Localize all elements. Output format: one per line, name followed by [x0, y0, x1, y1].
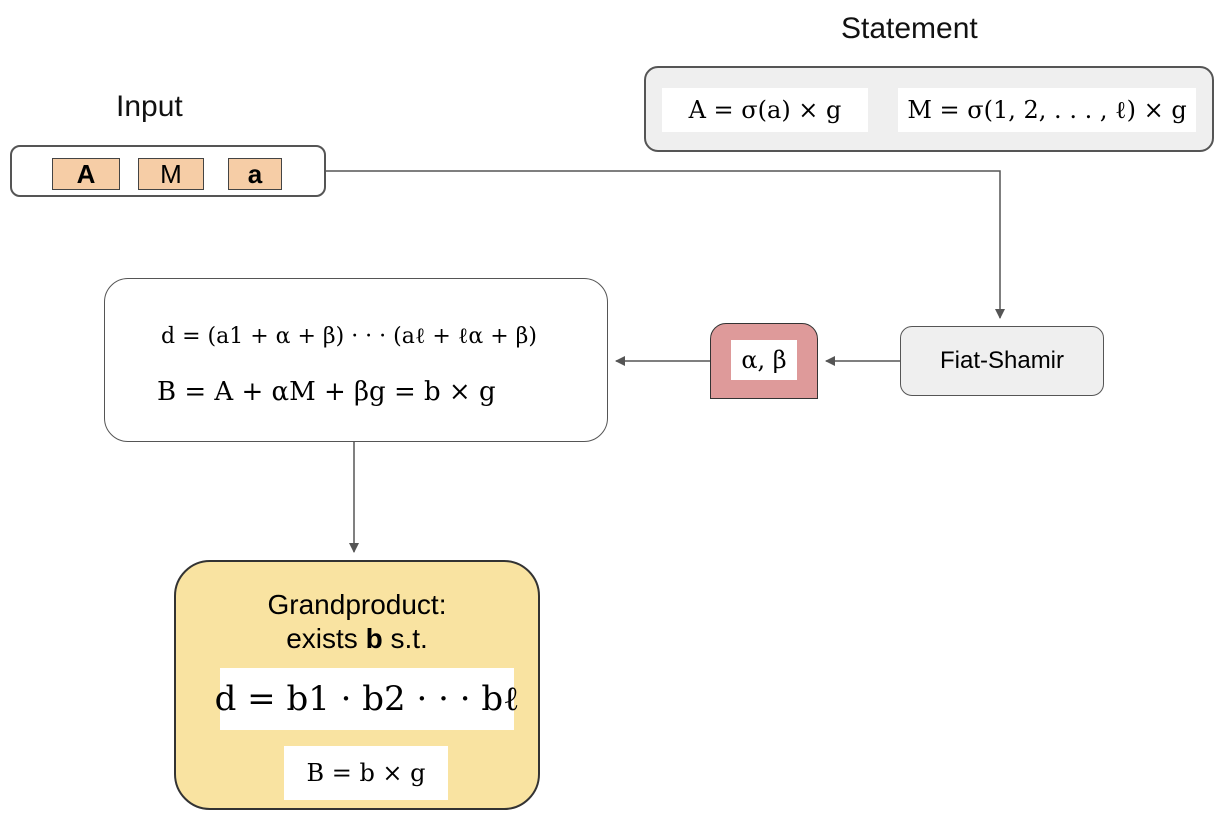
challenge-values: α, β — [731, 340, 797, 380]
challenge-box: α, β — [710, 323, 818, 399]
statement-box: A = σ(a) × g M = σ(1, 2, . . . , ℓ) × g — [644, 66, 1214, 152]
statement-equation-a: A = σ(a) × g — [662, 88, 868, 132]
grandproduct-title: Grandproduct: exists b s.t. — [176, 588, 538, 656]
input-label: Input — [116, 90, 183, 123]
commitment-equation-d: d = (a1 + α + β) · · · (aℓ + ℓα + β) — [161, 324, 537, 349]
grandproduct-box: Grandproduct: exists b s.t. d = b1 · b2 … — [174, 560, 540, 810]
commitment-equation-b: B = A + αM + βg = b × g — [157, 377, 496, 407]
grandproduct-title-line1: Grandproduct: — [267, 589, 447, 620]
grandproduct-equation-b: B = b × g — [284, 746, 448, 800]
input-token-a-capital: A — [52, 158, 120, 190]
grandproduct-title-b: b — [365, 623, 383, 654]
commitment-box: d = (a1 + α + β) · · · (aℓ + ℓα + β) B =… — [104, 278, 608, 442]
grandproduct-equation-d: d = b1 · b2 · · · bℓ — [215, 668, 519, 730]
input-box: A M a — [10, 145, 326, 197]
statement-label: Statement — [841, 12, 978, 45]
input-token-a: a — [228, 158, 282, 190]
arrow-input-to-fiat-shamir — [326, 170, 1005, 319]
grandproduct-title-exists: exists — [286, 623, 366, 654]
fiat-shamir-box: Fiat-Shamir — [900, 326, 1104, 396]
statement-equation-m: M = σ(1, 2, . . . , ℓ) × g — [898, 88, 1196, 132]
input-token-m: M — [138, 158, 204, 190]
grandproduct-title-st: s.t. — [382, 623, 428, 654]
